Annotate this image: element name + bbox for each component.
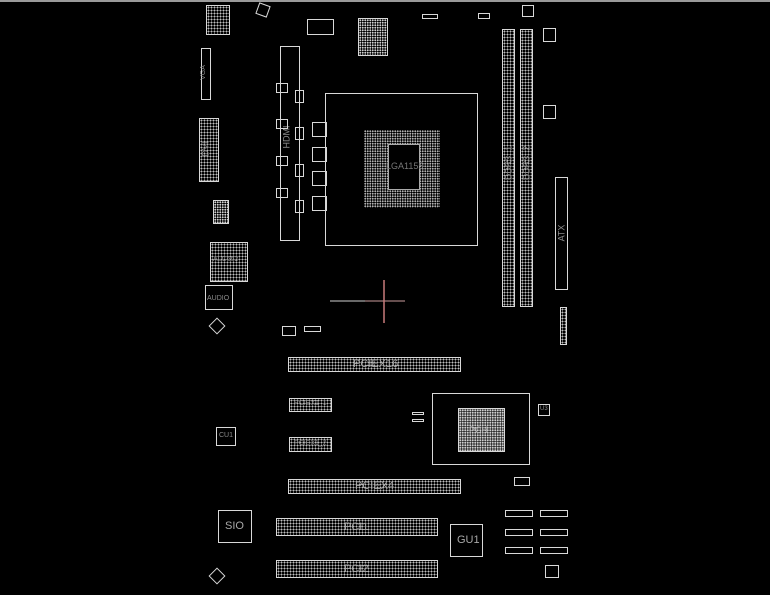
dimm-slot-1[interactable]: DDR3_1 bbox=[502, 29, 515, 307]
usb-lan-connector[interactable] bbox=[206, 5, 230, 35]
small-connector[interactable] bbox=[304, 326, 321, 332]
pci1-label: PCI1 bbox=[344, 521, 369, 533]
sata-port[interactable] bbox=[505, 529, 533, 536]
sata-port[interactable] bbox=[505, 510, 533, 517]
ic[interactable] bbox=[543, 28, 556, 42]
mosfet[interactable] bbox=[295, 164, 304, 177]
mosfet[interactable] bbox=[295, 90, 304, 103]
audio-label: AUDIO bbox=[207, 295, 230, 302]
window-top-border bbox=[0, 0, 770, 2]
mosfet[interactable] bbox=[276, 83, 288, 93]
pciex4-slot[interactable]: PCIEX4 bbox=[288, 479, 461, 494]
mosfet[interactable] bbox=[276, 119, 288, 129]
cpu-center-cavity bbox=[388, 144, 420, 190]
pciex1-1-label: PCIEX1_1 bbox=[294, 400, 327, 407]
usb-chip[interactable] bbox=[213, 200, 229, 224]
sio-label: SIO bbox=[225, 520, 244, 532]
small-ic[interactable] bbox=[282, 326, 296, 336]
choke[interactable] bbox=[312, 122, 327, 137]
audio-header[interactable]: AUDIO bbox=[205, 285, 233, 310]
small-ic[interactable] bbox=[514, 477, 530, 486]
cu1-chip[interactable]: CU1 bbox=[216, 427, 236, 446]
pci2-slot[interactable]: PCI2 bbox=[276, 560, 438, 578]
vrm-controller[interactable] bbox=[358, 18, 388, 56]
pciex1-1-slot[interactable]: PCIEX1_1 bbox=[289, 398, 332, 412]
hdmi-inductor-bank[interactable]: HDMI bbox=[280, 46, 300, 241]
front-panel-header[interactable] bbox=[560, 307, 567, 345]
resistor bbox=[412, 412, 424, 415]
pch-chip[interactable]: PCH bbox=[458, 408, 505, 452]
pch-label: PCH bbox=[469, 425, 489, 435]
mosfet[interactable] bbox=[276, 188, 288, 198]
cu1-label: CU1 bbox=[219, 432, 234, 439]
gu1-label: GU1 bbox=[457, 534, 480, 546]
header-top[interactable] bbox=[307, 19, 334, 35]
gu1-chip[interactable]: GU1 bbox=[450, 524, 483, 557]
u3-label: U3 bbox=[540, 406, 548, 412]
pciex16-label: PCIEX16 bbox=[353, 358, 399, 370]
resistor bbox=[412, 419, 424, 422]
pci1-slot[interactable]: PCI1 bbox=[276, 518, 438, 536]
sata-port[interactable] bbox=[540, 510, 568, 517]
pciex1-2-slot[interactable]: PCIEX1_2 bbox=[289, 437, 332, 452]
cpu-socket[interactable]: LGA1155 bbox=[325, 93, 478, 246]
dimm-slot-2[interactable]: DDR3_2 bbox=[520, 29, 533, 307]
mosfet[interactable] bbox=[295, 200, 304, 213]
dvi-connector[interactable]: DVI bbox=[199, 118, 219, 182]
sata-port[interactable] bbox=[540, 529, 568, 536]
u3-chip[interactable]: U3 bbox=[538, 404, 550, 416]
pciex4-label: PCIEX4 bbox=[355, 480, 395, 492]
sio-chip[interactable]: SIO bbox=[218, 510, 252, 543]
ic[interactable] bbox=[545, 565, 559, 578]
mosfet[interactable] bbox=[295, 127, 304, 140]
sata-port[interactable] bbox=[505, 547, 533, 554]
pch-area[interactable]: PCH bbox=[432, 393, 530, 465]
small-connector[interactable] bbox=[422, 14, 438, 19]
sata-port[interactable] bbox=[540, 547, 568, 554]
mosfet[interactable] bbox=[276, 156, 288, 166]
cpu-socket-label: LGA1155 bbox=[386, 161, 424, 171]
pciex1-2-label: PCIEX1_2 bbox=[294, 440, 327, 447]
audio-codec[interactable]: ALC662 bbox=[210, 242, 248, 282]
choke[interactable] bbox=[312, 147, 327, 162]
pciex16-slot[interactable]: PCIEX16 bbox=[288, 357, 461, 372]
fan-header[interactable] bbox=[522, 5, 534, 17]
audio-codec-label: ALC662 bbox=[213, 256, 239, 263]
choke[interactable] bbox=[312, 171, 327, 186]
vga-connector[interactable]: VGA bbox=[200, 48, 211, 100]
choke[interactable] bbox=[312, 196, 327, 211]
ic[interactable] bbox=[543, 105, 556, 119]
pci2-label: PCI2 bbox=[344, 563, 369, 575]
atx-connector[interactable]: ATX bbox=[555, 177, 568, 290]
small-connector[interactable] bbox=[478, 13, 490, 19]
